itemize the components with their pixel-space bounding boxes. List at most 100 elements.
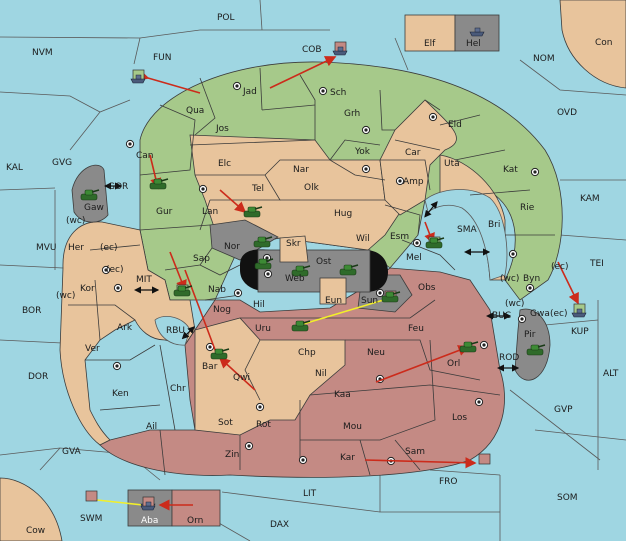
land-label-olk: Olk — [304, 183, 320, 193]
supply-center-icon — [479, 340, 489, 350]
retreat-box-icon — [140, 496, 156, 511]
land-orn[interactable] — [171, 489, 221, 527]
land-label-ec-4: (ec) — [550, 309, 568, 319]
sea-label-kal: KAL — [6, 163, 23, 173]
land-label-ec-3: (ec) — [106, 265, 124, 275]
land-label-web: Web — [285, 274, 305, 284]
retreat-boxes — [85, 41, 587, 511]
supply-center-icon — [361, 125, 371, 135]
land-label-mel: Mel — [406, 253, 422, 263]
supply-center-icon — [530, 167, 540, 177]
supply-center-icon — [412, 238, 422, 248]
order-arrow — [218, 356, 256, 391]
land-eun[interactable] — [319, 277, 347, 305]
land-label-pir: Pir — [524, 330, 536, 340]
land-label-kaa: Kaa — [334, 390, 351, 400]
land-label-rie: Rie — [520, 203, 535, 213]
land-label-yok: Yok — [354, 147, 371, 157]
sea-label-som: SOM — [557, 493, 578, 503]
retreat-box-icon — [425, 236, 445, 249]
land-nor[interactable] — [209, 219, 279, 261]
sea-label-fun: FUN — [153, 53, 172, 63]
land-label-nil: Nil — [315, 369, 327, 379]
order-arrow — [557, 261, 579, 305]
sea-label-sma: SMA — [457, 225, 477, 235]
sea-label-gvg: GVG — [52, 158, 72, 168]
land-label-ark: Ark — [117, 323, 133, 333]
land-label-ost: Ost — [316, 257, 332, 267]
order-arrow — [169, 251, 187, 292]
order-arrow — [184, 269, 218, 356]
passage-arrows — [104, 182, 520, 372]
supply-center-icon — [125, 139, 135, 149]
sea-label-swm: SWM — [80, 514, 102, 524]
land-label-hug: Hug — [334, 209, 352, 219]
supply-center-icon — [525, 283, 535, 293]
land-label-sot: Sot — [218, 418, 233, 428]
land-skr[interactable] — [279, 235, 309, 263]
land-label-orn: Orn — [187, 516, 203, 526]
sea-label-alt: ALT — [603, 369, 619, 379]
land-label-feu: Feu — [408, 324, 424, 334]
land-label-qwi: Qwi — [233, 373, 250, 383]
retreat-box-icon — [332, 41, 348, 56]
supply-center-icon — [112, 361, 122, 371]
land-label-zin: Zin — [225, 450, 239, 460]
sea-label-rbu: RBU — [166, 326, 185, 336]
land-label-gaw: Gaw — [84, 203, 104, 213]
land-elf[interactable] — [404, 14, 456, 52]
land-label-aba: Aba — [141, 516, 158, 526]
retreat-box-icon — [571, 303, 587, 318]
land-label-car: Car — [405, 148, 421, 158]
land-label-sam: Sam — [405, 447, 425, 457]
sea-label-pol: POL — [217, 13, 235, 23]
order-arrow — [137, 69, 201, 94]
land-label-con: Con — [595, 38, 613, 48]
sea-labels: POL NVM FUN COB NOM OVD KAM TEI ALT GVP … — [6, 13, 619, 530]
land-label-can: Can — [136, 151, 154, 161]
land-label-los: Los — [452, 413, 467, 423]
supply-center-icon — [198, 184, 208, 194]
land-label-kor: Kor — [80, 284, 95, 294]
order-arrow — [364, 457, 477, 469]
move-orders — [96, 56, 579, 511]
support-line — [96, 499, 144, 506]
land-label-amp: Amp — [403, 177, 424, 187]
sea-label-tei: TEI — [589, 259, 604, 269]
sea-label-fro: FRO — [439, 477, 458, 487]
land-label-tel: Tel — [251, 184, 264, 194]
supply-center-icon — [361, 164, 371, 174]
sea-label-gvp: GVP — [554, 405, 573, 415]
sea-label-nvm: NVM — [32, 48, 53, 58]
land-label-jos: Jos — [215, 124, 229, 134]
land-label-elc: Elc — [218, 159, 231, 169]
sea-label-gor: GOR — [108, 182, 128, 192]
land-label-hil: Hil — [253, 300, 265, 310]
retreat-box-icon — [173, 284, 193, 297]
land-label-qua: Qua — [186, 106, 204, 116]
land-label-nog: Nog — [213, 305, 231, 315]
land-label-gur: Gur — [156, 207, 173, 217]
sea-label-dor: DOR — [28, 372, 48, 382]
retreat-box-icon — [381, 290, 401, 303]
land-label-kat: Kat — [503, 165, 518, 175]
land-label-bar: Bar — [202, 362, 218, 372]
land-label-nab: Nab — [208, 285, 226, 295]
supply-center-icon — [318, 86, 328, 96]
supply-center-icon — [517, 314, 527, 324]
sea-label-ovd: OVD — [557, 108, 577, 118]
retreat-box-icon — [130, 69, 146, 84]
supply-center-icon — [428, 112, 438, 122]
supply-center-icon — [508, 249, 518, 259]
sea-label-mvu: MVU — [36, 243, 57, 253]
supply-center-icon — [232, 81, 242, 91]
land-label-ec-2: (ec) — [551, 262, 569, 272]
land-pir[interactable] — [514, 308, 551, 381]
land-label-cow: Cow — [26, 526, 45, 536]
land-label-nar: Nar — [293, 165, 309, 175]
land-label-jad: Jad — [242, 87, 257, 97]
order-arrow — [219, 189, 247, 214]
land-label-wc-1: (wc) — [66, 216, 85, 226]
